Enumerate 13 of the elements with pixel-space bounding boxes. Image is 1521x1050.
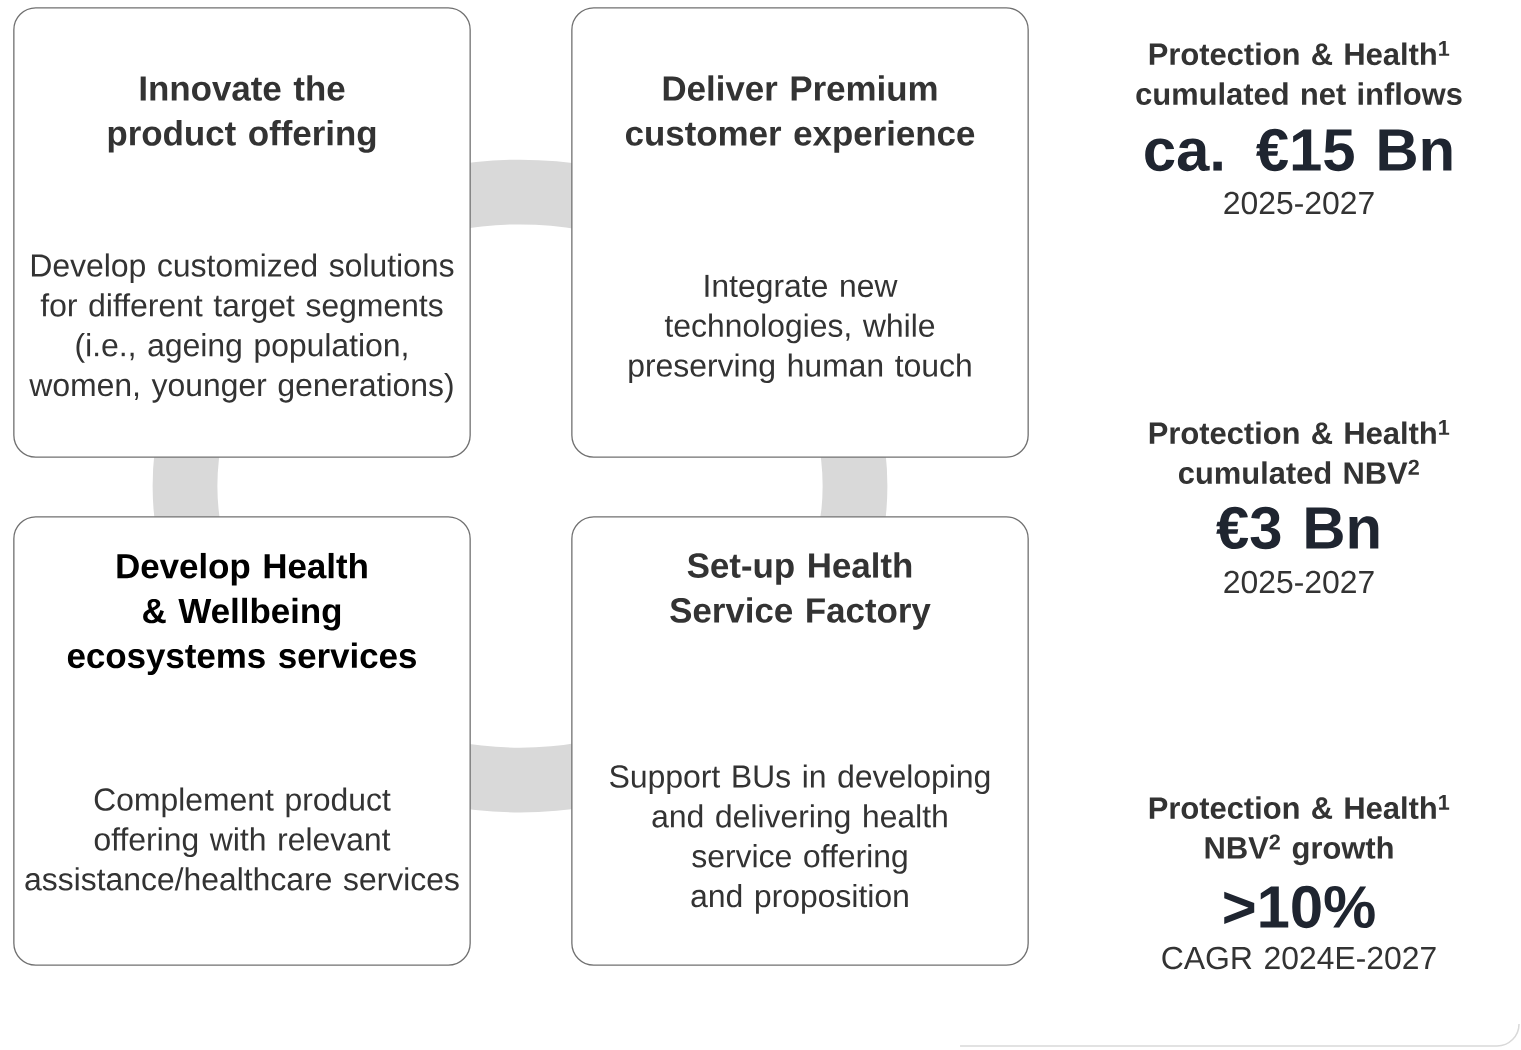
stat-heading: Protection & Health$^{1}$ cumulated net inflows (1136, 41, 1462, 105)
process-box: Innovate the product offering Develop customized solutions for different target segments (i.e., ageing population, women, younger generations) (13, 7, 471, 458)
stat-value: ca. €15 Bn (1145, 128, 1452, 172)
process-box: Develop Health & Wellbeing ecosystems services Complement product offering with relevant assistance/healthcare services (13, 516, 471, 966)
stat-value: >10% (1224, 885, 1375, 929)
stat-heading: Protection & Health$^{1}$ NBV$^{2}$ growth (1149, 794, 1450, 866)
stat-period: CAGR 2024E-2027 (1162, 946, 1436, 970)
stat-period: 2025-2027 (1224, 570, 1374, 594)
process-box: Deliver Premium customer experience Integrate new technologies, while preserving human touch (571, 7, 1029, 458)
process-box: Set-up Health Service Factory Support BUs in developing and delivering health service offering and proposition (571, 516, 1029, 966)
stat-period: 2025-2027 (1224, 191, 1374, 215)
stat-value: €3 Bn (1216, 506, 1379, 550)
stat-heading: Protection & Health$^{1}$ cumulated NBV$^{2}$ (1149, 420, 1450, 484)
